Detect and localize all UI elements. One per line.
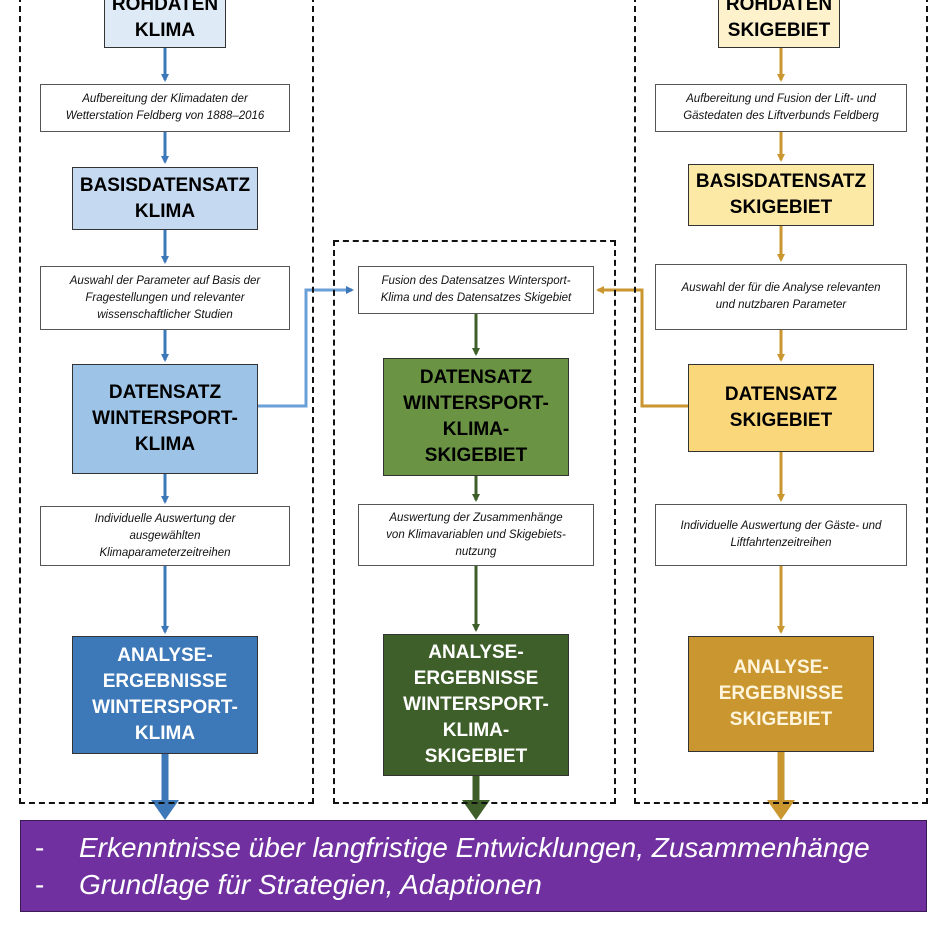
conclusion-line-2: - Grundlage für Strategien, Adaptionen [35,866,912,903]
box-result-wintersport-climate: ANALYSE- ERGEBNISSE WINTERSPORT- KLIMA [72,636,258,754]
box-dataset-wintersport-climate: DATENSATZ WINTERSPORT- KLIMA [72,364,258,474]
box-base-ski: BASISDATENSATZ SKIGEBIET [688,164,874,226]
conclusion-box: - Erkenntnisse über langfristige Entwick… [20,820,927,912]
step-evaluate-relations: Auswertung der Zusammenhänge von Klimava… [358,504,594,566]
panel-left [19,0,314,804]
bullet-dash: - [35,869,45,900]
conclusion-text-1: Erkenntnisse über langfristige Entwicklu… [79,832,870,863]
box-raw-climate: ROHDATEN KLIMA [104,0,226,48]
box-dataset-ski: DATENSATZ SKIGEBIET [688,364,874,452]
conclusion-text-2: Grundlage für Strategien, Adaptionen [79,869,542,900]
step-select-climate-params: Auswahl der Parameter auf Basis der Frag… [40,266,290,330]
step-evaluate-ski: Individuelle Auswertung der Gäste- und L… [655,504,907,566]
arrow-left-7-head [151,800,179,820]
arrow-left-to-fusion [258,286,354,408]
panel-right [634,0,928,804]
step-fusion: Fusion des Datensatzes Wintersport- Klim… [358,266,594,314]
arrow-right-to-fusion [596,286,688,408]
step-evaluate-climate: Individuelle Auswertung der ausgewählten… [40,506,290,566]
step-prepare-ski: Aufbereitung und Fusion der Lift- und Gä… [655,84,907,132]
bullet-dash: - [35,832,45,863]
box-dataset-wintersport-climate-ski: DATENSATZ WINTERSPORT- KLIMA- SKIGEBIET [383,358,569,476]
step-select-ski-params: Auswahl der für die Analyse relevanten u… [655,264,907,330]
box-base-climate: BASISDATENSATZ KLIMA [72,167,258,230]
panel-middle [333,240,616,804]
box-result-wintersport-climate-ski: ANALYSE- ERGEBNISSE WINTERSPORT- KLIMA- … [383,634,569,776]
step-prepare-climate: Aufbereitung der Klimadaten der Wetterst… [40,84,290,132]
arrow-right-7-head [767,800,795,820]
arrow-mid-4-head [462,800,490,820]
conclusion-line-1: - Erkenntnisse über langfristige Entwick… [35,829,912,866]
box-raw-ski: ROHDATEN SKIGEBIET [718,0,840,48]
box-result-ski: ANALYSE- ERGEBNISSE SKIGEBIET [688,636,874,752]
